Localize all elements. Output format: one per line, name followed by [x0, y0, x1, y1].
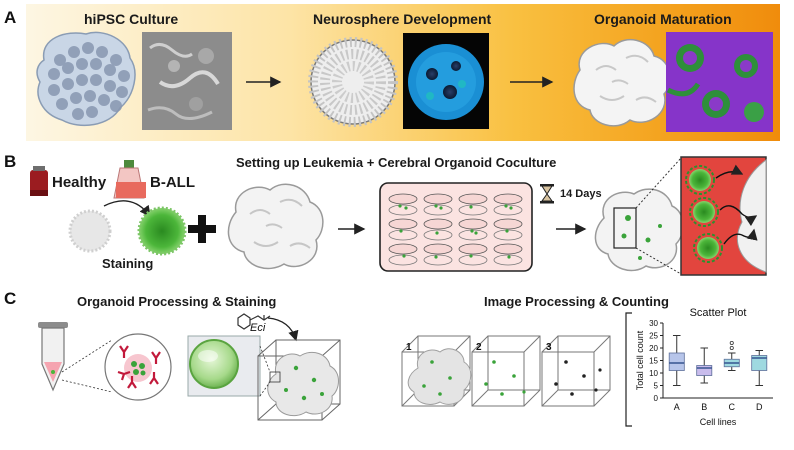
- hourglass-icon: [540, 184, 554, 204]
- eci-arrow: [267, 317, 299, 342]
- panel-a-letter: A: [4, 8, 17, 27]
- zoom-line-c1: [61, 339, 113, 373]
- hipsc-micrograph: [142, 32, 232, 130]
- neurosphere-micrograph: [403, 33, 489, 129]
- box-outlier: [729, 345, 734, 350]
- cube-3-label: 3: [546, 342, 552, 353]
- cleared-organoid-illustration: [187, 335, 261, 397]
- eci-molecule-icon: [237, 313, 271, 330]
- plot-bracket: [625, 312, 632, 427]
- processing-cube-1: [401, 335, 472, 407]
- panel-c-letter: C: [4, 289, 17, 308]
- culture-flask-icon: [113, 160, 146, 199]
- x-tick-label: B: [701, 402, 707, 412]
- cocultured-organoid-illustration: [594, 157, 684, 275]
- cleared-cube-illustration: [257, 339, 341, 421]
- duration-label: 14 Days: [560, 188, 602, 200]
- unstained-cell: [68, 209, 112, 253]
- coculture-title: Setting up Leukemia + Cerebral Organoid …: [236, 155, 557, 170]
- eci-label: Eci: [250, 322, 266, 334]
- box-outlier: [729, 340, 734, 345]
- staining-label: Staining: [102, 256, 154, 271]
- well-plate-illustration: [379, 182, 533, 272]
- plus-icon: [188, 215, 216, 243]
- y-axis-label: Total cell count: [635, 330, 645, 390]
- zoom-line-c2: [61, 379, 113, 393]
- box-A: [668, 352, 685, 371]
- chart-title: Scatter Plot: [690, 307, 747, 319]
- x-tick-label: C: [729, 402, 736, 412]
- panel-b-letter: B: [4, 152, 17, 171]
- y-tick-label: 10: [649, 369, 658, 378]
- organoid-maturation-title: Organoid Maturation: [594, 11, 732, 27]
- organoid-processing-title: Organoid Processing & Staining: [77, 294, 277, 309]
- hipsc-culture-title: hiPSC Culture: [84, 11, 179, 27]
- neurosphere-illustration: [308, 37, 398, 127]
- invasion-zoom-inset: [680, 156, 767, 276]
- eppendorf-tube-icon: [38, 322, 68, 392]
- x-tick-label: D: [756, 402, 763, 412]
- image-processing-title: Image Processing & Counting: [484, 294, 669, 309]
- antibody-staining-illustration: [104, 333, 172, 401]
- x-axis-label: Cell lines: [700, 417, 737, 427]
- healthy-label: Healthy: [52, 174, 107, 191]
- stained-cell: [137, 206, 187, 256]
- blood-bag-icon: [30, 166, 48, 196]
- box-B: [696, 365, 713, 376]
- cube-2-label: 2: [476, 342, 482, 353]
- zoom-line-c3: [259, 345, 271, 373]
- zoom-line-c4: [259, 381, 271, 397]
- y-tick-label: 20: [649, 344, 658, 353]
- ball-label: B-ALL: [150, 174, 195, 191]
- y-tick-label: 5: [654, 382, 659, 391]
- staining-arrow: [103, 200, 151, 218]
- y-tick-label: 30: [649, 319, 658, 328]
- cube-1-label: 1: [406, 342, 412, 353]
- organoid-illustration: [573, 38, 671, 127]
- organoid-b-illustration: [227, 183, 324, 270]
- box-D: [751, 355, 768, 371]
- x-tick-label: A: [674, 402, 680, 412]
- y-tick-label: 15: [649, 357, 658, 366]
- hipsc-colony-illustration: [36, 31, 136, 127]
- organoid-micrograph: [666, 32, 773, 132]
- y-tick-label: 25: [649, 332, 658, 341]
- y-tick-label: 0: [654, 394, 659, 403]
- neurosphere-development-title: Neurosphere Development: [313, 11, 492, 27]
- processing-cube-3: [541, 335, 611, 407]
- processing-cube-2: [471, 335, 541, 407]
